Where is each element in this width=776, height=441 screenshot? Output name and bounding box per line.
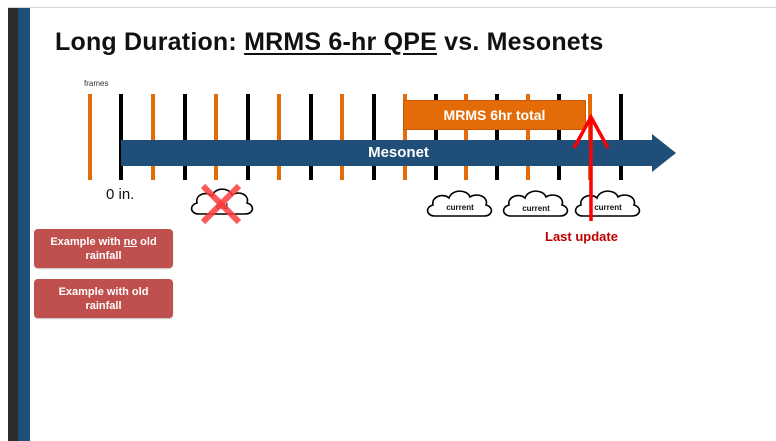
mesonet-label: Mesonet <box>368 144 429 161</box>
button-label-prefix: Example with <box>50 235 124 248</box>
mrms-6hr-total-box: MRMS 6hr total <box>403 100 586 130</box>
frame-tick <box>403 94 407 180</box>
frame-tick <box>309 94 313 180</box>
title-prefix: Long Duration: <box>55 28 245 56</box>
button-label: Example with old rainfall <box>58 285 149 312</box>
title-underlined: MRMS 6-hr QPE <box>244 28 437 56</box>
frame-tick <box>214 94 218 180</box>
frame-tick <box>464 94 468 180</box>
top-border <box>8 7 776 8</box>
frame-tick <box>495 94 499 180</box>
frame-tick <box>557 94 561 180</box>
mesonet-arrow-bar <box>121 140 654 166</box>
frame-tick <box>183 94 187 180</box>
zero-inches-label: 0 in. <box>106 186 135 203</box>
last-update-label: Last update <box>545 229 618 244</box>
frame-tick <box>619 94 623 180</box>
frame-tick <box>526 94 530 180</box>
slide-title: Long Duration: MRMS 6-hr QPE vs. Mesonet… <box>55 28 604 57</box>
frame-tick <box>119 94 123 180</box>
cloud-icon <box>426 190 493 217</box>
frames-label: frames <box>84 79 109 88</box>
button-label-suffix: old rainfall <box>85 235 157 262</box>
frame-tick <box>246 94 250 180</box>
frame-tick <box>434 94 438 180</box>
cloud-label: current <box>446 203 474 212</box>
example-with-old-rainfall-button[interactable]: Example with old rainfall <box>34 279 173 318</box>
title-suffix: vs. Mesonets <box>436 28 604 56</box>
frame-tick <box>340 94 344 180</box>
frame-tick <box>372 94 376 180</box>
cloud-current-2: current <box>499 185 573 221</box>
cloud-label: current <box>594 203 622 212</box>
mesonet-arrow-head <box>652 134 676 172</box>
frame-tick <box>88 94 92 180</box>
cloud-label: current <box>522 204 550 213</box>
cloud-current-1: current <box>423 185 497 221</box>
up-arrow-icon <box>572 113 610 221</box>
cloud-icon <box>502 190 569 217</box>
frame-tick <box>277 94 281 180</box>
example-no-old-rainfall-button[interactable]: Example with no old rainfall <box>34 229 173 268</box>
frame-tick <box>151 94 155 180</box>
cross-out-icon <box>200 183 242 225</box>
slide-edge-dark <box>8 8 18 441</box>
button-label-underlined: no <box>123 235 138 248</box>
slide-edge-blue <box>18 8 30 441</box>
button-label: Example with no old rainfall <box>40 235 167 263</box>
